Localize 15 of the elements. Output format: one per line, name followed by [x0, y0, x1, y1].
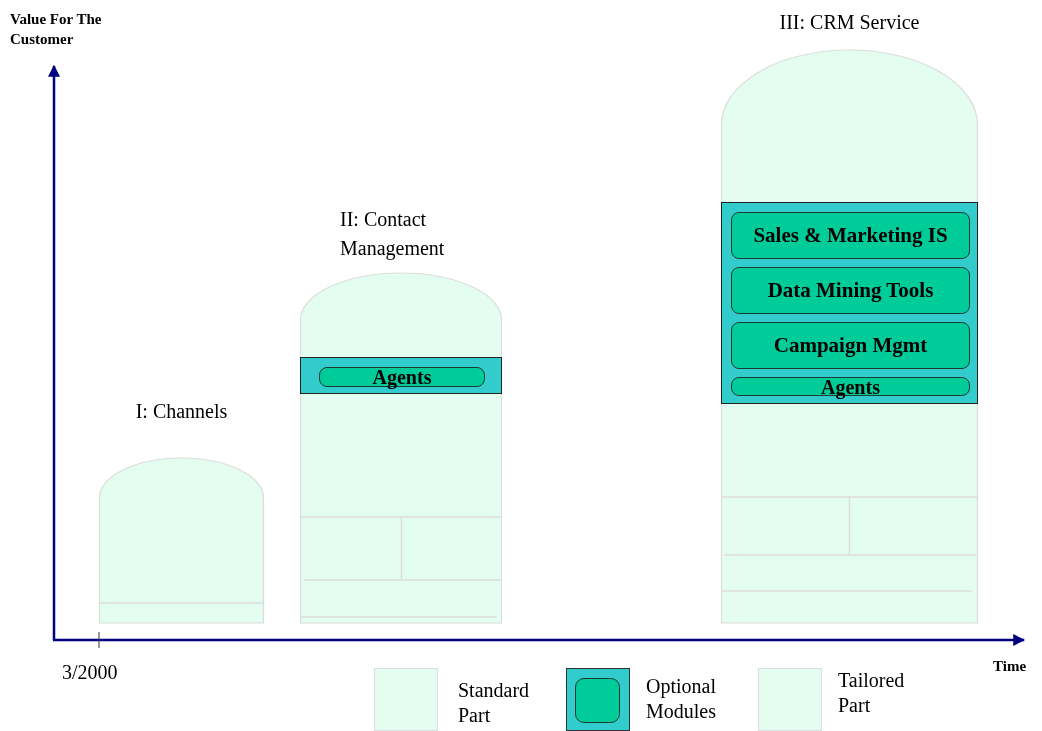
stage-heading: II: Contact Management — [340, 207, 446, 262]
stage-heading: I: Channels — [134, 399, 229, 424]
legend-label: Tailored Part — [838, 668, 906, 718]
tick-label: 3/2000 — [62, 660, 119, 684]
module-box: Data Mining Tools — [731, 267, 970, 314]
stage-heading: III: CRM Service — [778, 10, 921, 35]
legend-label: Standard Part — [458, 678, 531, 728]
module-panel — [721, 202, 978, 404]
legend-label: Optional Modules — [646, 674, 717, 724]
module-panel — [300, 357, 502, 394]
module-box: Sales & Marketing IS — [731, 212, 970, 259]
module-box: Campaign Mgmt — [731, 322, 970, 369]
axis-title: Value For The Customer — [10, 10, 103, 49]
module-box: Agents — [319, 367, 485, 387]
axis-title: Time — [993, 657, 1028, 676]
